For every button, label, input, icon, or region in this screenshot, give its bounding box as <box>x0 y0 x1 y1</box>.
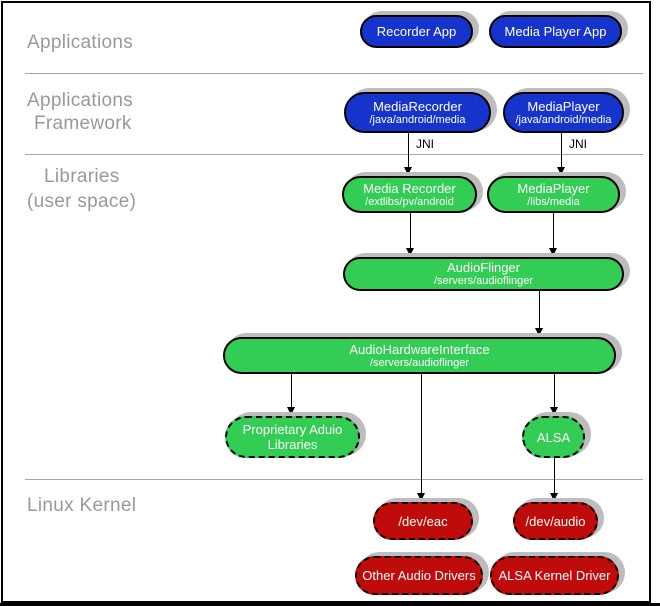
box-media-player-app: Media Player App <box>489 15 622 48</box>
box-proprietary-audio-libraries-line2: Libraries <box>267 437 318 452</box>
box-audio-hardware-interface-path: /servers/audioflinger <box>369 356 470 369</box>
arrow-audioflinger-to-ahi <box>535 291 543 336</box>
divider-framework-libraries <box>25 154 643 155</box>
layer-label-kernel: Linux Kernel <box>27 495 137 516</box>
box-mediarecorder-framework-title: MediaRecorder <box>373 98 462 114</box>
arrowhead-icon <box>287 407 295 415</box>
box-dev-eac-title: /dev/eac <box>398 513 448 529</box>
divider-applications-framework <box>25 73 643 74</box>
box-audio-hardware-interface: AudioHardwareInterface /servers/audiofli… <box>223 337 616 374</box>
arrow-mediaplayer-to-audioflinger <box>549 213 557 256</box>
jni-label-left: JNI <box>416 137 434 151</box>
arrowhead-icon <box>549 248 557 256</box>
arrowhead-icon <box>557 167 565 175</box>
divider-libraries-kernel <box>25 479 643 480</box>
arrowhead-icon <box>550 407 558 415</box>
box-media-player-app-title: Media Player App <box>504 24 607 39</box>
arrowhead-icon <box>404 167 412 175</box>
layer-label-framework-line1: Applications <box>27 90 134 111</box>
box-mediarecorder-framework: MediaRecorder /java/android/media <box>344 92 491 133</box>
layer-label-framework-line2: Framework <box>34 113 132 134</box>
bottom-edge-line <box>0 603 660 606</box>
box-audio-hardware-interface-title: AudioHardwareInterface <box>349 341 490 357</box>
box-mediaplayer-lib: MediaPlayer /libs/media <box>487 176 620 213</box>
box-mediarecorder-framework-path: /java/android/media <box>369 113 466 126</box>
box-dev-audio-title: /dev/audio <box>525 513 586 529</box>
box-proprietary-audio-libraries-line1: Proprietary Aduio <box>242 422 343 437</box>
box-media-recorder-lib: Media Recorder /extlibs/pv/android <box>342 176 477 213</box>
arrow-alsa-to-dev-audio <box>550 458 558 501</box>
box-media-recorder-lib-path: /extlibs/pv/android <box>365 195 454 208</box>
box-other-audio-drivers-title: Other Audio Drivers <box>362 568 476 583</box>
box-mediaplayer-framework-path: /java/android/media <box>515 113 612 126</box>
arrow-ahi-to-proprietary <box>287 374 295 415</box>
box-alsa: ALSA <box>522 416 585 458</box>
layer-label-libraries-line1: Libraries <box>44 166 120 187</box>
box-alsa-kernel-driver: ALSA Kernel Driver <box>490 556 619 595</box>
arrowhead-icon <box>417 493 425 501</box>
box-media-recorder-lib-title: Media Recorder <box>363 180 456 196</box>
box-audioflinger: AudioFlinger /servers/audioflinger <box>343 257 624 291</box>
arrow-ahi-to-alsa <box>550 374 558 415</box>
box-mediaplayer-framework-title: MediaPlayer <box>527 98 600 114</box>
arrow-mediaplayer-jni <box>557 133 565 175</box>
arrowhead-icon <box>406 248 414 256</box>
box-dev-audio: /dev/audio <box>513 502 598 540</box>
layer-label-applications: Applications <box>27 32 134 53</box>
arrowhead-icon <box>550 493 558 501</box>
arrow-ahi-to-dev-eac <box>417 374 425 501</box>
layer-label-libraries-line2: (user space) <box>27 191 137 212</box>
box-mediaplayer-lib-title: MediaPlayer <box>517 180 590 196</box>
box-audioflinger-title: AudioFlinger <box>447 260 520 275</box>
diagram-border <box>1 1 651 603</box>
box-other-audio-drivers: Other Audio Drivers <box>355 556 483 595</box>
box-dev-eac: /dev/eac <box>373 502 473 540</box>
box-alsa-kernel-driver-title: ALSA Kernel Driver <box>498 568 611 583</box>
box-audioflinger-path: /servers/audioflinger <box>433 275 534 287</box>
box-recorder-app-title: Recorder App <box>376 24 457 39</box>
arrowhead-icon <box>535 328 543 336</box>
arrow-mediarecorder-to-audioflinger <box>406 213 414 256</box>
box-recorder-app: Recorder App <box>360 15 473 48</box>
box-proprietary-audio-libraries: Proprietary Aduio Libraries <box>225 416 360 458</box>
box-alsa-title: ALSA <box>536 429 571 445</box>
box-mediaplayer-lib-path: /libs/media <box>527 195 580 208</box>
arrow-mediarecorder-jni <box>404 133 412 175</box>
box-mediaplayer-framework: MediaPlayer /java/android/media <box>503 92 624 133</box>
jni-label-right: JNI <box>569 137 587 151</box>
